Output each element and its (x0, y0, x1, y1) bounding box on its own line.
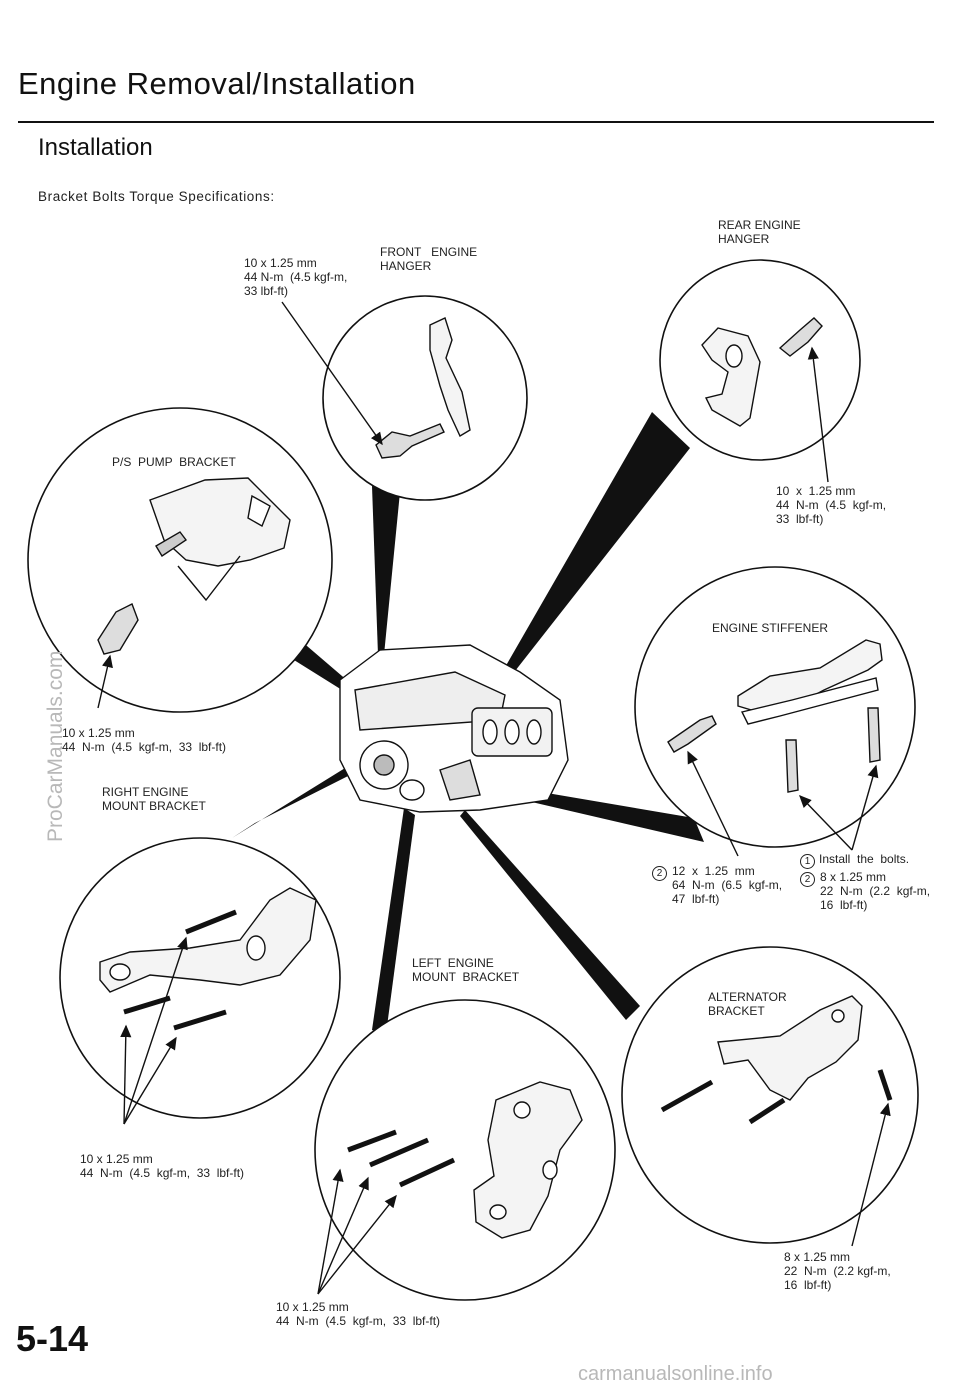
side-watermark: ProCarManuals.com (44, 650, 67, 842)
stiffener-step-1-text: Install the bolts. (819, 852, 910, 866)
stiffener-step-2-text: 8 x 1.25 mm 22 N-m (2.2 kgf-m, 16 lbf-ft… (820, 870, 931, 912)
footer-watermark: carmanualsonline.info (578, 1363, 773, 1385)
right-mount-torque: 10 x 1.25 mm 44 N-m (4.5 kgf-m, 33 lbf-f… (80, 1152, 245, 1180)
left-mount-circle (314, 999, 616, 1301)
ps-pump-torque: 10 x 1.25 mm 44 N-m (4.5 kgf-m, 33 lbf-f… (62, 726, 227, 754)
stiffener-part (667, 639, 883, 793)
left-mount-part (347, 1081, 583, 1239)
ps-pump-label: P/S PUMP BRACKET (112, 455, 236, 469)
ps-pump-circle (27, 407, 333, 713)
rear-hanger-torque: 10 x 1.25 mm 44 N-m (4.5 kgf-m, 33 lbf-f… (776, 484, 887, 526)
rear-hanger-circle (659, 259, 861, 461)
section-title: Installation (38, 134, 153, 161)
stiffener-torque-12mm-text: 12 x 1.25 mm 64 N-m (6.5 kgf-m, 47 lbf-f… (672, 864, 783, 906)
leader-lines (97, 301, 891, 1295)
engine-block (339, 644, 569, 813)
rear-hanger-part (701, 317, 823, 427)
alternator-label: ALTERNATOR BRACKET (708, 990, 787, 1018)
step-number-badge: 2 (652, 866, 667, 881)
page-title: Engine Removal/Installation (18, 66, 416, 101)
front-hanger-label: FRONT ENGINE HANGER (380, 245, 478, 273)
step-number-badge: 2 (800, 872, 815, 887)
title-divider (18, 121, 934, 123)
stiffener-step-1: 1 Install the bolts. (800, 852, 909, 869)
stiffener-torque-12mm: 2 12 x 1.25 mm 64 N-m (6.5 kgf-m, 47 lbf-… (652, 864, 782, 906)
intro-text: Bracket Bolts Torque Specifications: (38, 189, 275, 204)
stiffener-label: ENGINE STIFFENER (712, 621, 829, 635)
front-hanger-circle (322, 295, 528, 501)
step-number-badge: 1 (800, 854, 815, 869)
rear-hanger-label: REAR ENGINE HANGER (718, 218, 801, 246)
alternator-torque: 8 x 1.25 mm 22 N-m (2.2 kgf-m, 16 lbf-ft… (784, 1250, 891, 1292)
alternator-part (660, 995, 893, 1125)
front-hanger-part (375, 317, 471, 459)
front-hanger-torque: 10 x 1.25 mm 44 N-m (4.5 kgf-m, 33 lbf-f… (244, 256, 348, 298)
ps-pump-part (97, 477, 291, 655)
page-number: 5-14 (16, 1318, 89, 1359)
right-mount-part (99, 887, 317, 1031)
stiffener-step-2: 2 8 x 1.25 mm 22 N-m (2.2 kgf-m, 16 lbf-f… (800, 870, 930, 912)
left-mount-torque: 10 x 1.25 mm 44 N-m (4.5 kgf-m, 33 lbf-f… (276, 1300, 441, 1328)
left-mount-label: LEFT ENGINE MOUNT BRACKET (412, 956, 520, 984)
right-mount-label: RIGHT ENGINE MOUNT BRACKET (102, 785, 206, 813)
